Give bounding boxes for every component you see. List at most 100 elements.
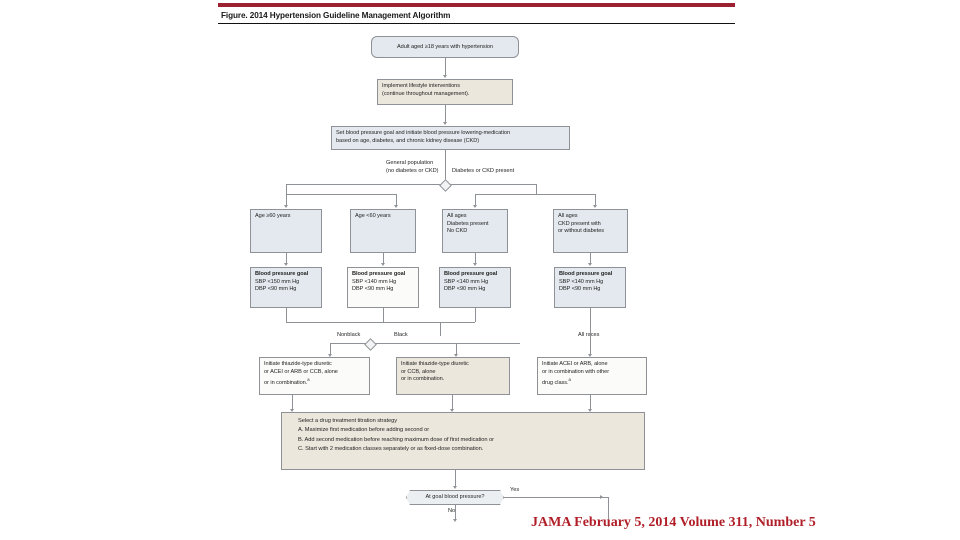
connector-treat2-to-strategy — [452, 395, 453, 409]
arrowhead-down — [393, 205, 398, 208]
node-population-ckd-present: All ages CKD present with or without dia… — [553, 209, 628, 253]
goal-sbp: SBP <140 mm Hg — [444, 278, 489, 285]
branch-label-diabetes-or-ckd: Diabetes or CKD present — [452, 168, 515, 174]
arrowhead-down — [452, 486, 457, 489]
node-text-line1: Age ≥60 years — [255, 213, 291, 219]
split-marker-race — [364, 337, 377, 351]
connector-yes-horizontal — [504, 497, 608, 498]
goal-dbp: DBP <90 mm Hg — [352, 286, 394, 293]
arrowhead-down — [327, 354, 332, 357]
arrowhead-right — [600, 494, 603, 499]
connector-goal-to-split — [445, 150, 446, 184]
split-marker-population — [439, 178, 452, 192]
node-adult-hypertension: Adult aged ≥18 years with hypertension — [371, 36, 519, 58]
connector-to-pop2 — [396, 194, 397, 205]
arrowhead-down — [283, 205, 288, 208]
arrowhead-down — [452, 519, 457, 522]
connector-merge-to-race-split — [440, 322, 441, 336]
node-text-line3: drug class.a — [542, 377, 571, 387]
arrowhead-down — [587, 354, 592, 357]
connector-pop2-to-goal2 — [383, 253, 384, 263]
connector-treat3-to-strategy — [590, 395, 591, 409]
node-goal-140-90-a: Blood pressure goal SBP <140 mm Hg DBP <… — [347, 267, 419, 308]
node-population-diabetes-no-ckd: All ages Diabetes present No CKD — [442, 209, 508, 253]
connector-treat1-to-strategy — [292, 395, 293, 409]
connector-pop4-to-goal4 — [590, 253, 591, 263]
node-text-line2: or in combination with other — [542, 368, 610, 375]
node-text-line1: Set blood pressure goal and initiate blo… — [336, 130, 511, 136]
node-text-line2: based on age, diabetes, and chronic kidn… — [336, 137, 480, 144]
arrowhead-down — [453, 354, 458, 357]
footnote-marker: a — [568, 377, 571, 383]
arrowhead-down — [442, 122, 447, 125]
connector-goal1-down — [286, 308, 287, 322]
branch-label-no: No — [448, 508, 456, 514]
node-lifestyle-interventions: Implement lifestyle interventions (conti… — [377, 79, 513, 105]
node-text-line1: Implement lifestyle interventions — [382, 83, 460, 89]
node-text-line2: or CCB, alone — [401, 368, 436, 375]
node-text-line2: CKD present with — [558, 220, 601, 227]
node-text-line3: or without diabetes — [558, 228, 605, 235]
strategy-option-b: B. Add second medication before reaching… — [298, 436, 494, 443]
branch-label-black: Black — [394, 332, 408, 338]
connector-lifestyle-to-goal — [445, 105, 446, 122]
arrowhead-down — [587, 409, 592, 412]
node-goal-140-90-c: Blood pressure goal SBP <140 mm Hg DBP <… — [554, 267, 626, 308]
connector-strategy-to-decision — [455, 470, 456, 486]
node-population-age-60-plus: Age ≥60 years — [250, 209, 322, 253]
node-text-line1: All ages — [558, 213, 578, 219]
node-text-line3: No CKD — [447, 228, 468, 235]
figure-title: Figure. 2014 Hypertension Guideline Mana… — [221, 11, 451, 20]
connector-to-pop4 — [595, 194, 596, 205]
node-text-line2: Diabetes present — [447, 220, 489, 227]
node-goal-150-90: Blood pressure goal SBP <150 mm Hg DBP <… — [250, 267, 322, 308]
arrowhead-down — [592, 205, 597, 208]
branch-label-all-races: All races — [578, 332, 600, 338]
arrowhead-down — [587, 263, 592, 266]
split-bar-right-group — [475, 194, 595, 195]
node-text-line1: Age <60 years — [355, 213, 391, 219]
connector-goal3-down — [475, 308, 476, 322]
goal-title: Blood pressure goal — [352, 271, 406, 277]
arrowhead-down — [472, 263, 477, 266]
node-treatment-all-races: Initiate ACEI or ARB, alone or in combin… — [537, 357, 647, 395]
goal-title: Blood pressure goal — [444, 271, 498, 277]
node-text-line1: All ages — [447, 213, 467, 219]
goal-dbp: DBP <90 mm Hg — [444, 286, 486, 293]
goal-sbp: SBP <140 mm Hg — [352, 278, 397, 285]
connector-right-down — [536, 184, 537, 194]
goal-sbp: SBP <150 mm Hg — [255, 278, 300, 285]
connector-goal2-down — [383, 308, 384, 322]
connector-goal4-to-treat3 — [590, 308, 591, 354]
connector-start-to-lifestyle — [445, 58, 446, 75]
node-text-line2: or ACEI or ARB or CCB, alone — [264, 368, 338, 375]
node-text-line3: or in combination.a — [264, 377, 310, 387]
journal-credit: JAMA February 5, 2014 Volume 311, Number… — [531, 515, 816, 530]
node-population-age-under-60: Age <60 years — [350, 209, 416, 253]
goal-dbp: DBP <90 mm Hg — [559, 286, 601, 293]
connector-pop3-to-goal3 — [475, 253, 476, 263]
footnote-marker: a — [307, 377, 310, 383]
arrowhead-down — [283, 263, 288, 266]
node-goal-140-90-b: Blood pressure goal SBP <140 mm Hg DBP <… — [439, 267, 511, 308]
connector-to-pop3 — [475, 194, 476, 205]
connector-pop1-to-goal1 — [286, 253, 287, 263]
branch-label-general-population-line2: (no diabetes or CKD) — [386, 168, 439, 174]
node-set-bp-goal: Set blood pressure goal and initiate blo… — [331, 126, 570, 150]
split-bar-left-group — [286, 194, 396, 195]
goal-title: Blood pressure goal — [255, 271, 309, 277]
branch-label-general-population-line1: General population — [386, 160, 434, 166]
arrowhead-down — [289, 409, 294, 412]
connector-to-treat2 — [456, 343, 457, 354]
connector-left-down — [286, 184, 287, 194]
node-decision-at-goal-bp: At goal blood pressure? — [406, 490, 504, 505]
branch-label-nonblack: Nonblack — [337, 332, 361, 338]
node-text-line1: Initiate thiazide-type diuretic — [401, 361, 469, 367]
figure-accent-bar — [218, 3, 735, 7]
goal-dbp: DBP <90 mm Hg — [255, 286, 297, 293]
arrowhead-down — [449, 409, 454, 412]
arrowhead-down — [442, 75, 447, 78]
connector-no-vertical — [455, 505, 456, 519]
connector-to-pop1 — [286, 194, 287, 205]
